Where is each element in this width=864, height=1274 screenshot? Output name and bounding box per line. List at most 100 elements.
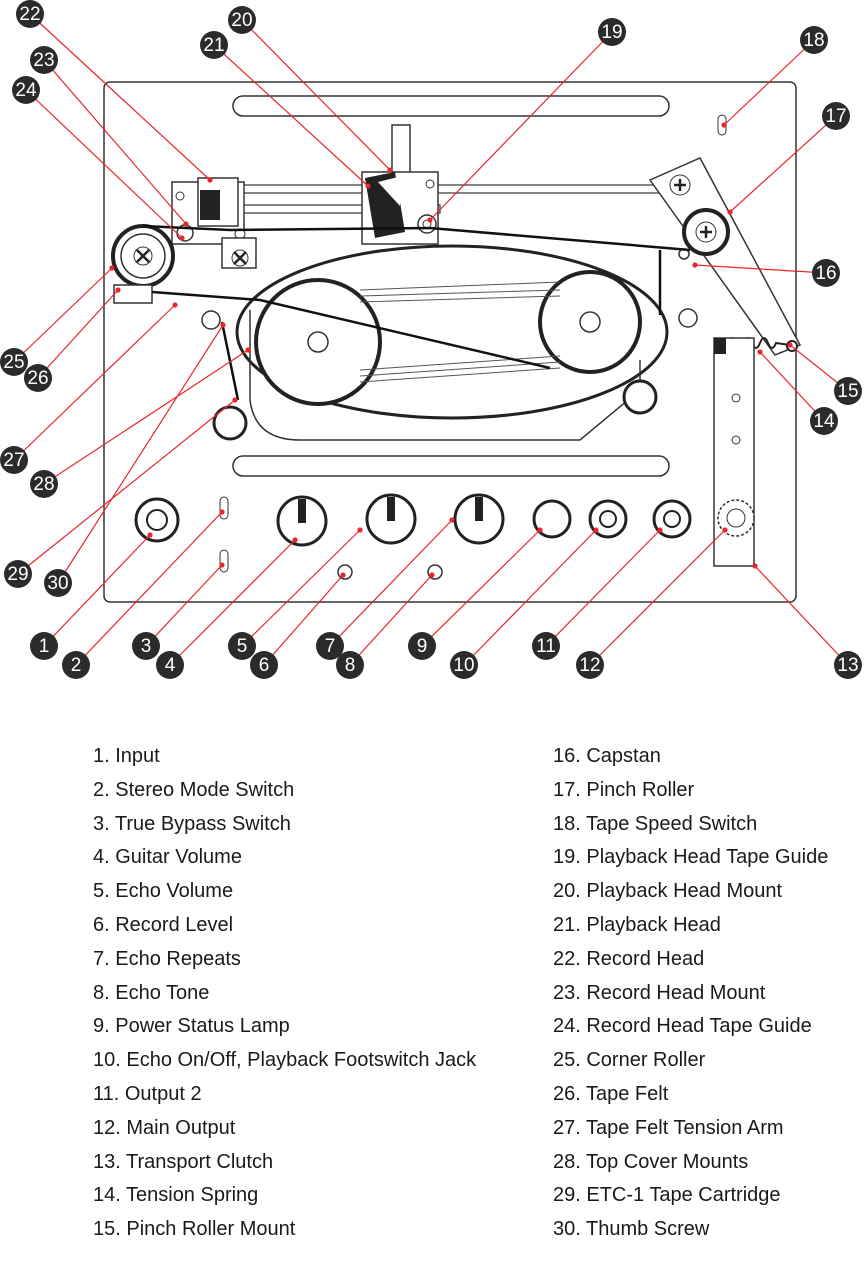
callout-leader-29 (17, 399, 236, 575)
callout-number-20: 20 (231, 10, 252, 31)
corner-roller (111, 224, 175, 288)
callout-tip-8 (429, 572, 435, 578)
callout-badge-4 (156, 651, 184, 679)
callout-tip-11 (657, 527, 663, 533)
callout-leader-5 (241, 529, 361, 647)
legend-item: 26. Tape Felt (553, 1082, 669, 1105)
callout-badge-13 (834, 651, 862, 679)
callout-tip-6 (340, 572, 346, 578)
legend-item: 13. Transport Clutch (93, 1150, 274, 1173)
callout-number-7: 7 (325, 636, 336, 657)
callout-badge-25 (0, 348, 28, 376)
legend-item: 22. Record Head (553, 947, 705, 970)
callout-tip-12 (722, 527, 728, 533)
legend-item: 10. Echo On/Off, Playback Footswitch Jac… (93, 1049, 477, 1072)
callout-leader-3 (145, 564, 223, 647)
callout-leader-27 (13, 304, 176, 461)
callout-badge-18 (800, 26, 828, 54)
callout-badge-30 (44, 569, 72, 597)
tape-path (142, 224, 691, 401)
callout-tip-17 (727, 209, 733, 215)
callout-number-22: 22 (19, 4, 40, 25)
callout-badge-27 (0, 446, 28, 474)
callout-tip-30 (220, 322, 226, 328)
callout-number-12: 12 (579, 655, 600, 676)
callout-tip-20 (387, 167, 393, 173)
callout-badge-29 (4, 560, 32, 588)
legend-item: 19. Playback Head Tape Guide (553, 846, 829, 869)
callout-number-2: 2 (71, 655, 82, 676)
callout-leader-22 (29, 13, 211, 181)
legend-item: 20. Playback Head Mount (553, 880, 783, 903)
callout-badge-21 (200, 31, 228, 59)
callout-leader-18 (723, 39, 815, 126)
right-roller (678, 308, 698, 328)
callout-leader-6 (263, 574, 344, 666)
callout-badge-22 (16, 0, 44, 28)
callout-tip-5 (357, 527, 363, 533)
callout-badge-20 (228, 6, 256, 34)
callout-tip-14 (757, 349, 763, 355)
legend-item: 16. Capstan (553, 745, 661, 767)
callout-badge-28 (30, 470, 58, 498)
callout-number-27: 27 (3, 450, 24, 471)
callout-tip-28 (245, 347, 251, 353)
callout-tip-23 (183, 221, 189, 227)
legend-item: 12. Main Output (93, 1116, 236, 1139)
callout-number-18: 18 (803, 30, 824, 51)
callout-number-10: 10 (453, 655, 474, 676)
callout-number-4: 4 (165, 655, 176, 676)
callout-badge-12 (576, 651, 604, 679)
callout-leaders (13, 13, 849, 666)
callout-leader-8 (349, 574, 433, 666)
callout-number-28: 28 (33, 474, 54, 495)
callout-badge-11 (532, 632, 560, 660)
callout-tip-27 (172, 302, 178, 308)
callout-tip-29 (232, 397, 238, 403)
callout-number-30: 30 (47, 573, 68, 594)
legend-item: 24. Record Head Tape Guide (553, 1015, 812, 1038)
legend-item: 11. Output 2 (93, 1082, 202, 1105)
callout-badge-19 (598, 18, 626, 46)
legend-item: 23. Record Head Mount (553, 981, 766, 1004)
callout-badge-1 (30, 632, 58, 660)
record-level-trim (337, 564, 353, 580)
callout-leader-7 (329, 519, 453, 647)
callout-badge-3 (132, 632, 160, 660)
callout-tip-9 (537, 527, 543, 533)
callout-number-26: 26 (27, 368, 48, 389)
callout-tip-25 (109, 265, 115, 271)
callout-badge-23 (30, 46, 58, 74)
callout-badge-9 (408, 632, 436, 660)
callout-badge-8 (336, 651, 364, 679)
true-bypass-switch (219, 549, 229, 573)
callout-number-21: 21 (203, 35, 224, 56)
callout-leader-14 (759, 351, 825, 422)
callout-badge-6 (250, 651, 278, 679)
record-head-mount (171, 177, 257, 269)
callout-leader-28 (43, 349, 249, 485)
callout-badge-24 (12, 76, 40, 104)
callout-leader-10 (463, 529, 597, 666)
callout-badge-10 (450, 651, 478, 679)
legend-item: 2. Stereo Mode Switch (93, 778, 295, 801)
bottom-slot (232, 455, 670, 477)
callout-tip-4 (292, 537, 298, 543)
callout-badge-5 (228, 632, 256, 660)
callout-number-17: 17 (825, 106, 846, 127)
callout-tip-26 (115, 287, 121, 293)
callout-leader-1 (43, 534, 151, 647)
legend-item: 15. Pinch Roller Mount (93, 1218, 296, 1241)
legend-item: 9. Power Status Lamp (93, 1015, 290, 1038)
callout-number-9: 9 (417, 636, 428, 657)
callout-tip-1 (147, 532, 153, 538)
legend-item: 21. Playback Head (553, 913, 721, 936)
callout-tip-3 (219, 562, 225, 568)
callout-number-6: 6 (259, 655, 270, 676)
callout-leader-11 (545, 529, 661, 647)
callout-number-19: 19 (601, 22, 622, 43)
callout-leader-13 (754, 565, 849, 666)
